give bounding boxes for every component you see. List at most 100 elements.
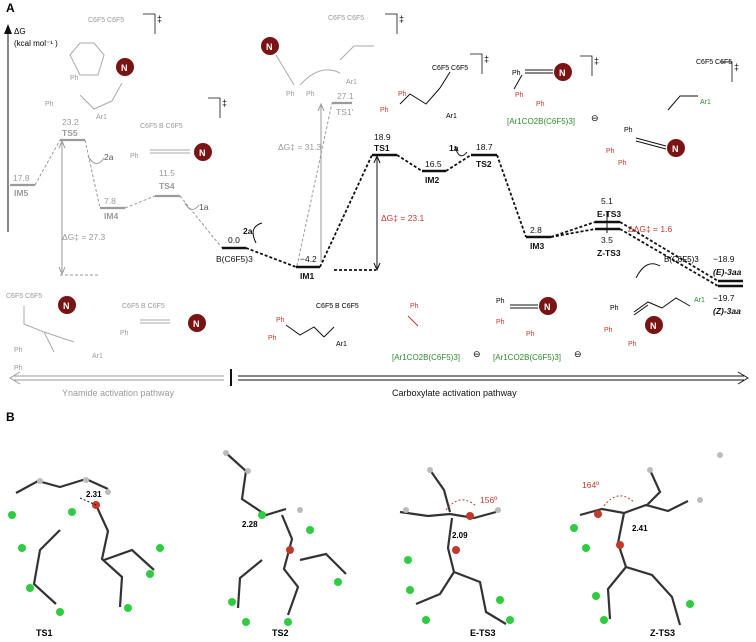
text-c6f5-ts3: C6F5 C6F5 — [696, 59, 732, 66]
structure-ts1 — [399, 71, 451, 105]
dg-231: ΔG‡ = 23.1 — [381, 213, 425, 223]
black-labels: 0.0 B(C6F5)3 −4.2 IM1 18.9 TS1 16.5 IM2 … — [216, 132, 742, 316]
gray-connectors — [34, 102, 333, 276]
n-badge-5-text: N — [672, 144, 679, 154]
text-c6f5-ts1: C6F5 C6F5 — [432, 65, 468, 72]
text-ph-ts3c: Ph — [618, 160, 627, 167]
n-badge-1 — [116, 58, 134, 76]
gray-levels — [10, 101, 352, 210]
text-ph-bot5c: Ph — [526, 331, 535, 338]
name-ts1prime: TS1' — [336, 107, 354, 117]
name-model-ts1: TS1 — [36, 628, 53, 638]
dist-ts1: 2.31 — [86, 490, 102, 499]
text-ph-bot5b: Ph — [496, 319, 505, 326]
text-c6f5-ts4: C6F5 B C6F5 — [140, 123, 183, 130]
n-badge-2-text: N — [199, 148, 206, 158]
n-badge-5 — [667, 139, 685, 157]
text-ph-ts2a: Ph — [512, 70, 521, 77]
text-ar1-bot1: Ar1 — [92, 353, 103, 360]
text-ar1co2bcf-1: [Ar1CO2B(C6F5)3] — [392, 353, 460, 362]
name-ts2: TS2 — [476, 159, 492, 169]
dagger-bracket-3 — [385, 13, 398, 34]
step-1a-mid: 1a — [449, 143, 459, 153]
structure-product — [633, 297, 691, 316]
text-c6f5-bot2: C6F5 B C6F5 — [122, 303, 165, 310]
n-badge-1-text: N — [121, 63, 128, 73]
text-ph-ts2b: Ph — [515, 92, 524, 99]
dagger-2: ‡ — [222, 98, 227, 108]
name-im2: IM2 — [425, 175, 439, 185]
n-badge-9-text: N — [650, 321, 657, 331]
minus-2: ⊖ — [574, 349, 582, 359]
dagger-1: ‡ — [157, 14, 162, 24]
value-zts3: 3.5 — [601, 235, 613, 245]
text-ph-ts2c: Ph — [536, 101, 545, 108]
text-ph-ts3b: Ph — [606, 148, 615, 155]
text-c6f5-ts5: C6F5 C6F5 — [88, 17, 124, 24]
structure-ts2 — [513, 69, 553, 90]
value-z3aa: −19.7 — [713, 293, 735, 303]
gray-labels: 17.8 IM5 23.2 TS5 7.8 IM4 11.5 TS4 27.1 … — [13, 91, 354, 242]
value-ts4: 11.5 — [159, 168, 175, 178]
value-ts1: 18.9 — [374, 132, 391, 142]
name-ts1: TS1 — [374, 143, 390, 153]
name-e3aa: (E)-3aa — [713, 267, 742, 277]
dg-313: ΔG‡ = 31.3 — [278, 142, 322, 152]
n-badge-4 — [554, 63, 572, 81]
name-ets3: E-TS3 — [597, 209, 621, 219]
name-im3: IM3 — [530, 241, 544, 251]
dagger-3: ‡ — [399, 14, 404, 24]
text-ph-bot1b: Ph — [14, 365, 23, 372]
name-model-ets3: E-TS3 — [470, 628, 496, 638]
n-badge-3 — [261, 37, 279, 55]
pathway-arrow-right — [238, 371, 749, 385]
value-im1: −4.2 — [300, 254, 317, 264]
model-zts3 — [570, 452, 723, 626]
text-ph-ts3a: Ph — [624, 127, 633, 134]
text-ph-bot3b: Ph — [268, 335, 277, 342]
value-ets3: 5.1 — [601, 196, 613, 206]
dist-ets3: 2.09 — [452, 531, 468, 540]
pathway-right-label: Carboxylate activation pathway — [392, 388, 517, 398]
structure-bottom-4 — [407, 315, 419, 327]
pathway-arrow-left — [9, 371, 224, 385]
name-bcf: B(C6F5)3 — [216, 254, 253, 264]
text-ar1-ts1prime: Ar1 — [346, 79, 357, 86]
name-z3aa: (Z)-3aa — [713, 306, 741, 316]
structure-ts5 — [69, 42, 123, 110]
name-model-ts2: TS2 — [272, 628, 289, 638]
text-ph-bot3a: Ph — [276, 317, 285, 324]
n-badge-6 — [58, 296, 76, 314]
text-c6f5-bot3: C6F5 B C6F5 — [316, 303, 359, 310]
dagger-5: ‡ — [594, 56, 599, 66]
text-ar1-bot3: Ar1 — [336, 341, 347, 348]
black-dg-arrow — [373, 154, 608, 272]
text-ph-bot4: Ph — [410, 303, 419, 310]
text-ar1-ts1: Ar1 — [446, 113, 457, 120]
name-ts4: TS4 — [159, 181, 175, 191]
value-e3aa: −18.9 — [713, 254, 735, 264]
dagger-4: ‡ — [484, 54, 489, 64]
value-im5: 17.8 — [13, 173, 30, 183]
value-im2: 16.5 — [425, 159, 442, 169]
text-ph-bot2: Ph — [120, 330, 129, 337]
black-levels — [222, 153, 743, 288]
n-badge-8 — [539, 297, 557, 315]
name-im4: IM4 — [104, 211, 118, 221]
dagger-bracket-2 — [208, 97, 221, 118]
panel-a-label: A — [6, 1, 15, 15]
axis-label-dg: ΔG — [14, 27, 26, 36]
black-step-arrows — [252, 145, 661, 279]
value-ts5: 23.2 — [62, 117, 79, 127]
structure-bottom-5 — [510, 304, 538, 309]
text-ph-prod-a: Ph — [610, 305, 619, 312]
dagger-bracket-6 — [720, 61, 733, 82]
dagger-bracket-5 — [580, 55, 593, 76]
n-badge-6-text: N — [63, 301, 70, 311]
gray-step-arrows — [87, 155, 200, 210]
structure-bottom-3 — [285, 324, 335, 338]
model-ets3 — [399, 467, 514, 625]
n-badge-7-text: N — [193, 319, 200, 329]
n-badge-2 — [194, 143, 212, 161]
